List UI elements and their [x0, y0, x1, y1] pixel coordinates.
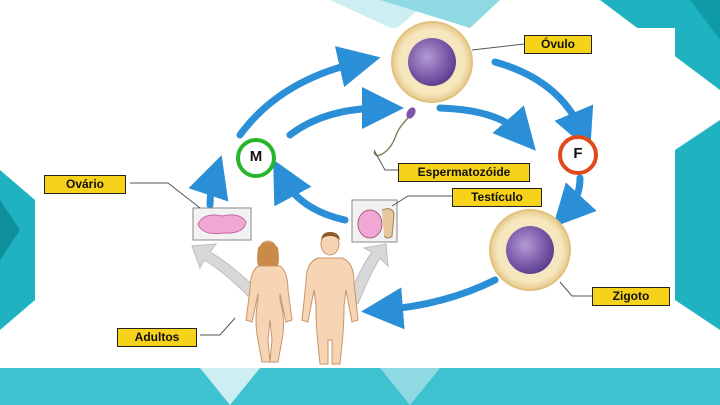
cycle-arrows	[188, 46, 597, 330]
arrow-male-to-testis	[347, 243, 389, 305]
ovary-icon	[192, 207, 252, 241]
egg-cell-icon	[391, 21, 473, 103]
fertilization-label: F	[573, 145, 583, 162]
meiosis-marker	[236, 138, 276, 178]
testis-icon	[351, 199, 398, 243]
arrow-female-to-ovary	[191, 243, 259, 297]
label-ovulo: Óvulo	[524, 35, 592, 54]
adult-male-figure	[301, 232, 359, 365]
zygote-icon	[489, 209, 571, 291]
label-testiculo: Testículo	[452, 188, 542, 207]
sperm-icon	[373, 107, 416, 157]
arrow-meiosis-to-sperm	[286, 87, 404, 139]
label-espermatozoide: Espermatozóide	[398, 163, 530, 182]
label-ovario: Ovário	[44, 175, 126, 194]
gray-arrows	[191, 243, 389, 305]
arrow-zigoto-to-adultos	[361, 276, 499, 330]
label-connectors	[130, 43, 592, 336]
label-adultos: Adultos	[117, 328, 197, 347]
arrow-ovulo-to-fertilization	[491, 58, 594, 152]
arrow-sperm-to-fertilization	[436, 104, 536, 151]
meiosis-label: M	[249, 148, 263, 165]
arrow-testis-to-meiosis	[273, 159, 349, 224]
fertilization-marker	[558, 135, 598, 175]
arrow-fertilization-to-zigoto	[552, 174, 597, 228]
label-zigoto: Zigoto	[592, 287, 670, 306]
arrow-meiosis-to-ovulo	[236, 46, 381, 139]
arrow-ovary-to-meiosis	[188, 155, 229, 209]
adult-female-figure	[245, 240, 293, 363]
